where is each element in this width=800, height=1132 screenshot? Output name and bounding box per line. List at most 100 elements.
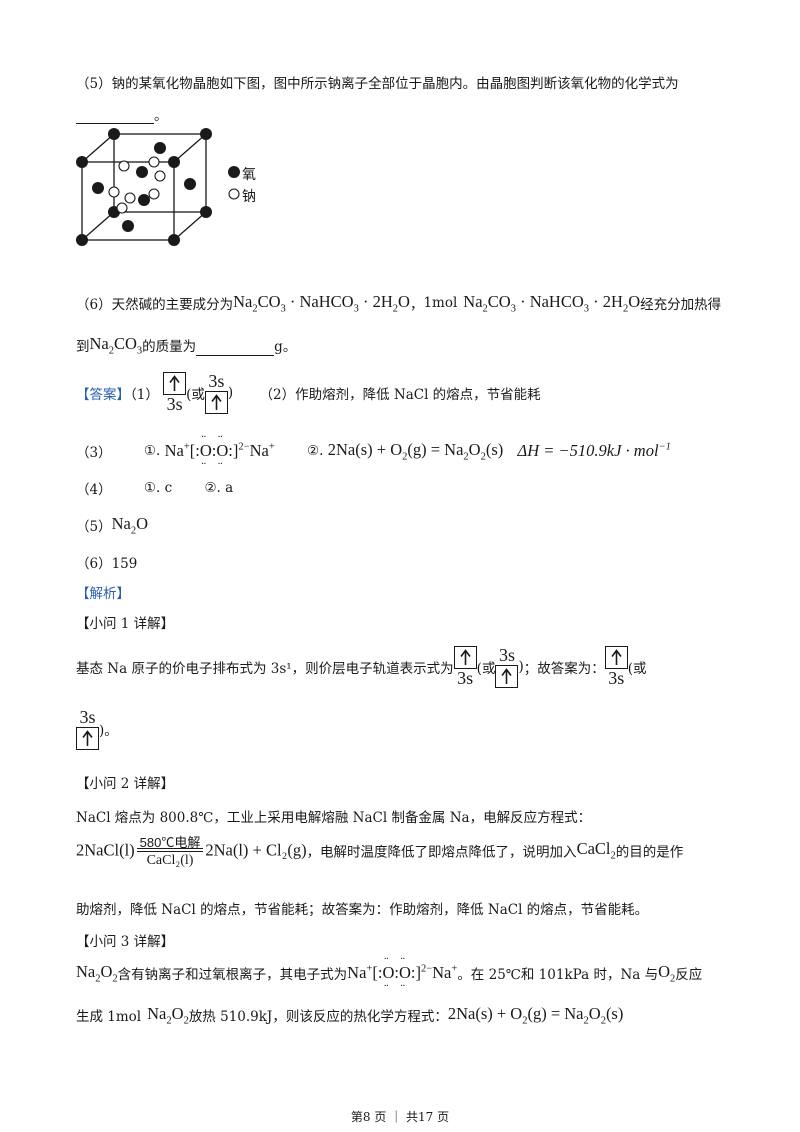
section-1-heading: 【小问 1 详解】: [76, 616, 175, 632]
answer-5-label: （5）: [76, 519, 112, 536]
s2-after: ，电解时温度降低了即熔点降低了，说明加入: [306, 844, 577, 861]
answer-blank-2[interactable]: [196, 341, 275, 357]
orbital-box-alt: [76, 727, 99, 750]
orbital-diagram-alt: 3s: [204, 371, 228, 414]
up-arrow-icon: [460, 649, 471, 665]
reaction-condition: 580℃电解 CaCl₂(l): [136, 832, 204, 869]
orbital-diagram: 3s: [453, 646, 477, 688]
condition-top: 580℃电解: [139, 835, 201, 850]
section-3-heading: 【小问 3 详解】: [76, 934, 175, 950]
or-close: ): [518, 659, 524, 675]
q6-intro: （6）天然碱的主要成分为: [76, 297, 234, 314]
orbital-label-alt: 3s: [498, 645, 515, 665]
section-2-line-2: 2NaCl(l) 580℃电解 CaCl₂(l) 2Na(l) + Cl₂(g)，电解…: [76, 832, 683, 869]
q6-formula-2: Na2CO3 · NaHCO3 · 2H2O: [463, 292, 641, 315]
answer-4-1: ①. c: [143, 480, 173, 496]
up-arrow-icon: [501, 668, 513, 684]
electrolysis-rhs: 2Na(l) + Cl₂(g): [205, 840, 307, 860]
answer-4-2: ②. a: [204, 480, 234, 496]
s3-o2: O2: [658, 962, 676, 985]
q5-blank-line: 。: [76, 104, 168, 124]
delta-h: ΔH = −510.9kJ · mol−1: [517, 441, 671, 461]
up-arrow-icon: [211, 394, 222, 410]
section-3-line-2: 生成 1mol Na2O2放热 510.9kJ，则该反应的热化学方程式：2Na(s…: [76, 1004, 623, 1026]
s1-end: )。: [99, 723, 118, 739]
q5-end: 。: [154, 108, 168, 124]
answer-3-2: ②.: [307, 443, 324, 460]
q6-pre: 到: [76, 339, 90, 356]
answer-line-3: （3） ①. Na+[:O:O:]2−Na+ ②. 2Na(s) + O2(g)…: [76, 432, 671, 470]
up-arrow-icon: [169, 375, 180, 391]
up-arrow-icon: [82, 730, 93, 746]
orbital-diagram-alt: 3s: [76, 708, 99, 750]
orbital-label-alt: 3s: [208, 371, 225, 391]
s3-l2: 生成 1mol: [76, 1009, 142, 1026]
q6-mid: 的质量为: [142, 339, 197, 356]
s3-na2o2-2: Na2O2: [147, 1004, 189, 1027]
q6-mol: 1mol: [423, 295, 458, 312]
s1-mid: ；故答案为：: [523, 661, 605, 677]
answer-blank[interactable]: [76, 109, 154, 124]
or-open: (或: [476, 661, 496, 677]
electrolysis-lhs: 2NaCl(l): [76, 840, 135, 860]
section-1-line-2: 3s)。: [76, 708, 118, 750]
page-footer: 第8 页 ｜ 共17 页: [350, 1110, 450, 1124]
s2-tail: 的目的是作: [615, 844, 684, 861]
section-2-line-1: NaCl 熔点为 800.8℃，工业上采用电解熔融 NaCl 制备金属 Na，电…: [76, 810, 592, 826]
s3-equation: 2Na(s) + O2(g) = Na2O2(s): [447, 1004, 624, 1027]
electron-formula: Na+[:O:O:]2−Na+: [165, 432, 275, 470]
orbital-label: 3s: [457, 668, 474, 688]
section-3-line-1: Na2O2含有钠离子和过氧根离子，其电子式为Na+[:O:O:]2−Na+。在 …: [76, 954, 703, 992]
orbital-box-alt: [495, 665, 519, 688]
q6-na2co3: Na2CO3: [89, 334, 143, 357]
s3-electron-formula: Na+[:O:O:]2−Na+: [347, 954, 457, 992]
s3-mid: 。在 25℃和 101kPa 时，Na 与: [457, 967, 659, 984]
answer-line-5: （5）Na2O: [76, 514, 148, 536]
q5-line: （5）钠的某氧化物晶胞如下图，图中所示钠离子全部位于晶胞内。由晶胞图判断该氧化物…: [76, 72, 679, 92]
q6-line-2: 到Na2CO3的质量为 g。: [76, 334, 297, 357]
orbital-box: [604, 646, 628, 669]
up-arrow-icon: [611, 649, 622, 665]
s1-text: 基态 Na 原子的价电子排布式为 3s¹，则价层电子轨道表示式为: [76, 661, 454, 677]
cacl2: CaCl2: [576, 839, 616, 862]
q6-unit: g。: [274, 339, 297, 356]
answer-line-4: （4） ①. c ②. a: [76, 478, 233, 498]
s3-text: 含有钠离子和过氧根离子，其电子式为: [117, 967, 348, 984]
answer-line-6: （6）159: [76, 552, 137, 572]
orbital-diagram-alt: 3s: [495, 645, 519, 688]
orbital-diagram: 3s: [163, 372, 187, 414]
legend-sodium: 钠: [242, 189, 256, 205]
orbital-label: 3s: [166, 394, 183, 414]
s3-na2o2: Na2O2: [76, 962, 118, 985]
analysis-tag: 【解析】: [76, 586, 130, 602]
orbital-box: [453, 646, 477, 669]
answer-or-close: ): [227, 385, 234, 401]
q5-text: （5）钠的某氧化物晶胞如下图，图中所示钠离子全部位于晶胞内。由晶胞图判断该氧化物…: [76, 76, 679, 92]
orbital-diagram: 3s: [604, 646, 628, 688]
orbital-box: [163, 372, 187, 395]
section-2-heading: 【小问 2 详解】: [76, 776, 175, 792]
answer-5-value: Na2O: [111, 514, 149, 537]
legend-oxygen: 氧: [242, 167, 256, 183]
section-2-line-3: 助熔剂，降低 NaCl 的熔点，节省能耗；故答案为：作助熔剂，降低 NaCl 的…: [76, 902, 649, 918]
answer-3-1: ①.: [143, 443, 161, 460]
answer-or-open: (或: [186, 387, 205, 403]
s3-l2b: 放热 510.9kJ，则该反应的热化学方程式：: [188, 1009, 448, 1026]
q6-comma: ，: [409, 297, 424, 314]
orbital-label: 3s: [608, 668, 625, 688]
answer-2: （2）作助熔剂，降低 NaCl 的熔点，节省能耗: [259, 387, 541, 403]
thermo-equation: 2Na(s) + O2(g) = Na2O2(s): [327, 440, 504, 463]
s3-tail: 反应: [675, 967, 703, 984]
q6-tail: 经充分加热得: [640, 297, 722, 314]
orbital-box-alt: [204, 391, 228, 414]
answer-4-label: （4）: [76, 482, 112, 498]
condition-bottom: CaCl₂(l): [146, 853, 194, 868]
crystal-cell-diagram: [76, 128, 240, 246]
or-open-2: (或: [627, 661, 647, 677]
q6-formula: Na2CO3 · NaHCO3 · 2H2O: [233, 292, 410, 315]
answer-tag: 【答案】: [76, 387, 130, 403]
answer-1-label: （1）: [130, 387, 159, 403]
